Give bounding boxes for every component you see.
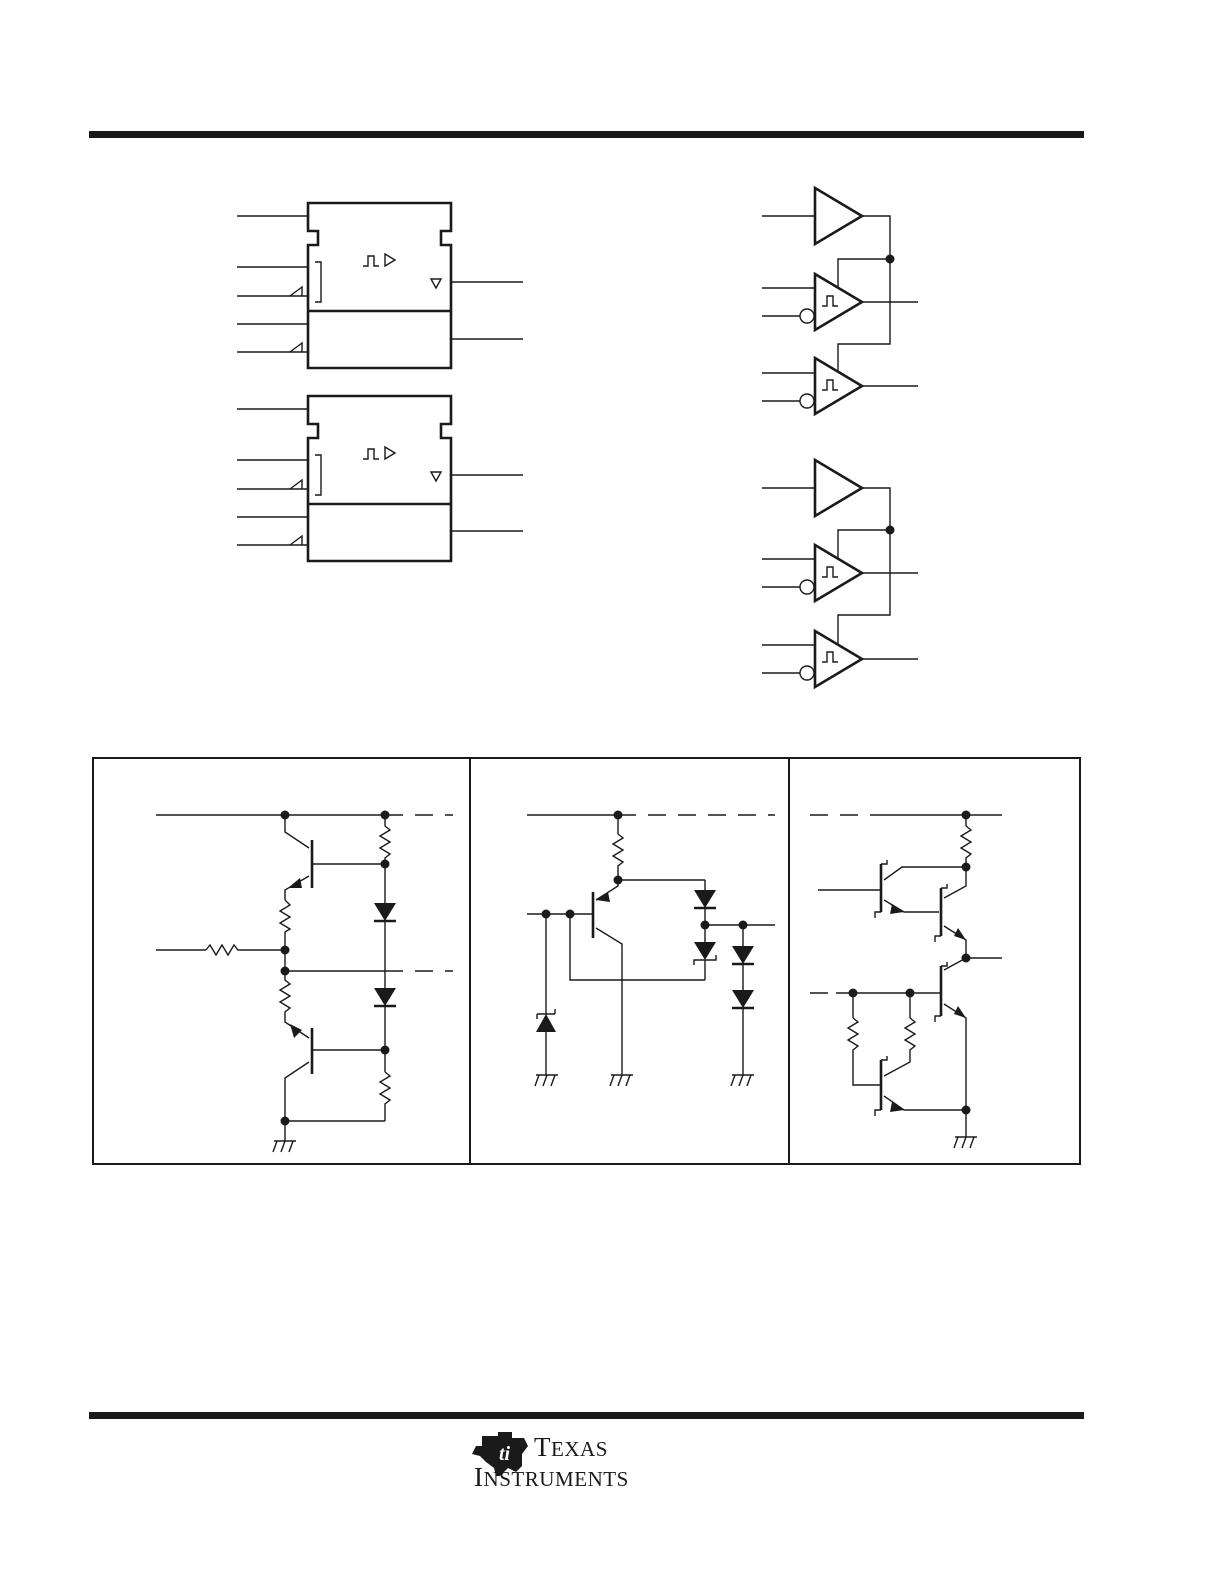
ti-state-emblem-icon: ti — [472, 1432, 528, 1476]
bottom-rule — [89, 1412, 1084, 1419]
typical-output-circuit — [810, 810, 1002, 1149]
top-rule — [89, 131, 1084, 138]
logo-text-line1: TEXAS — [534, 1432, 608, 1462]
logo-text-line2: INSTRUMENTS — [474, 1462, 629, 1492]
typical-input-circuit — [527, 810, 775, 1087]
logic-symbol-1 — [237, 201, 523, 370]
equivalent-input-circuit — [156, 810, 453, 1153]
schematic-frame — [92, 757, 1081, 1165]
logic-diagram-1 — [762, 185, 918, 417]
texas-instruments-logo: ti TEXAS INSTRUMENTS — [472, 1430, 682, 1506]
logic-symbol-2 — [237, 394, 523, 563]
svg-text:ti: ti — [499, 1443, 511, 1465]
logic-diagram-2 — [762, 457, 918, 690]
